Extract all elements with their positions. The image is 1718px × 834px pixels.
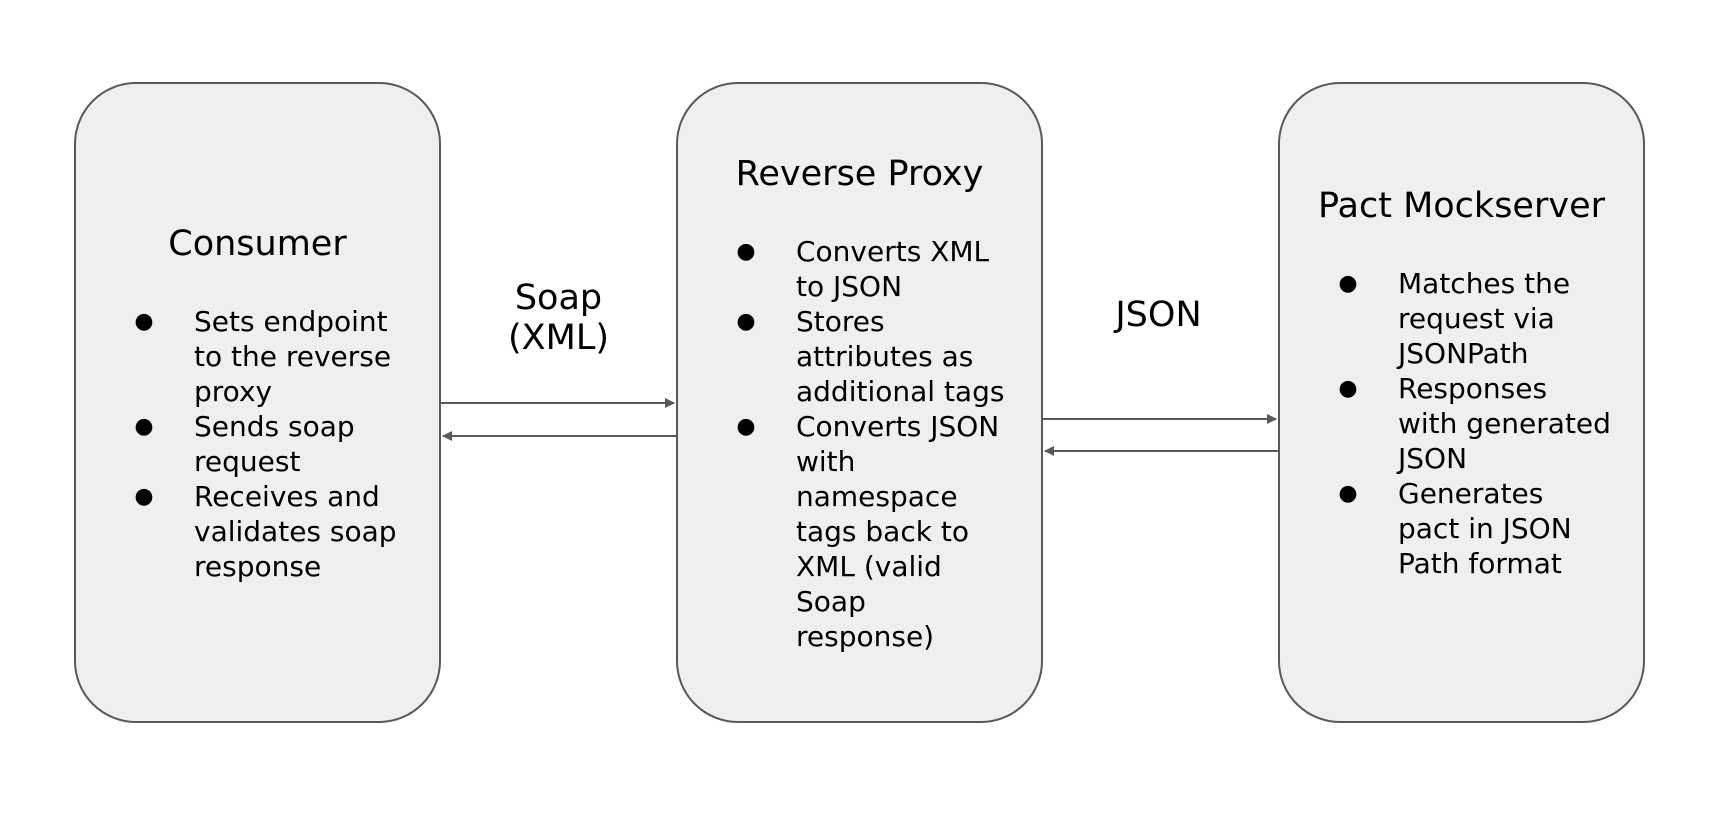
bullet-icon: ●: [1338, 481, 1358, 506]
bullet-icon: ●: [1338, 376, 1358, 401]
soap-xml-label: Soap(XML): [508, 278, 609, 358]
pact-mockserver-title: Pact Mockserver: [1318, 186, 1605, 226]
bullet-icon: ●: [736, 309, 756, 334]
bullet-icon: ●: [134, 414, 154, 439]
bullet-icon: ●: [736, 239, 756, 264]
reverse-proxy-title: Reverse Proxy: [735, 154, 984, 194]
bullet-icon: ●: [1338, 271, 1358, 296]
bullet-icon: ●: [736, 414, 756, 439]
bullet-icon: ●: [134, 484, 154, 509]
json-label: JSON: [1115, 295, 1202, 335]
consumer-title: Consumer: [168, 224, 347, 264]
bullet-icon: ●: [134, 309, 154, 334]
